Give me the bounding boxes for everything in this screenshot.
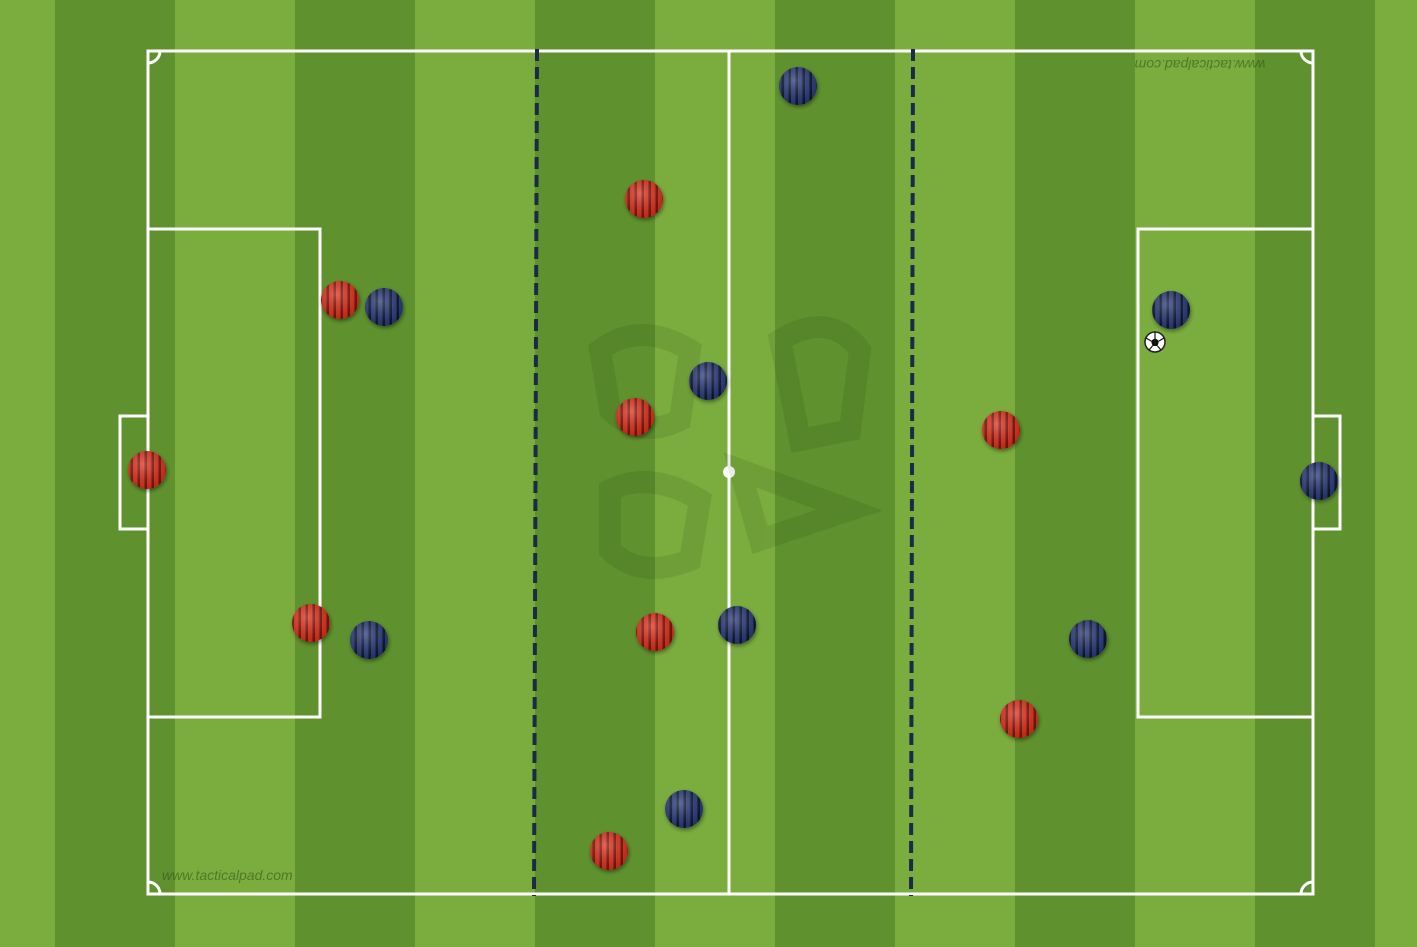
grass-stripe (775, 0, 895, 947)
player-red-7[interactable] (982, 411, 1020, 449)
player-red-5[interactable] (636, 613, 674, 651)
grass-stripe (1135, 0, 1255, 947)
watermark-top-right: www.tacticalpad.com (1134, 57, 1265, 73)
grass-stripe (1375, 0, 1417, 947)
player-red-2[interactable] (292, 604, 330, 642)
player-red-6[interactable] (590, 832, 628, 870)
player-blue-gk[interactable] (1300, 462, 1338, 500)
grass-stripe (1015, 0, 1135, 947)
player-blue-4[interactable] (689, 362, 727, 400)
watermark-bottom-left: www.tacticalpad.com (162, 867, 293, 883)
grass-stripe (0, 0, 55, 947)
player-red-1[interactable] (321, 281, 359, 319)
soccer-ball-icon[interactable] (1145, 332, 1165, 352)
player-red-4[interactable] (616, 398, 654, 436)
grass-stripe (415, 0, 535, 947)
player-blue-8[interactable] (1069, 620, 1107, 658)
grass-stripe (295, 0, 415, 947)
player-red-3[interactable] (625, 180, 663, 218)
player-blue-1[interactable] (365, 288, 403, 326)
player-blue-2[interactable] (350, 621, 388, 659)
player-blue-3[interactable] (779, 67, 817, 105)
player-red-gk[interactable] (128, 451, 166, 489)
player-blue-7[interactable] (1152, 291, 1190, 329)
player-blue-5[interactable] (718, 606, 756, 644)
player-blue-6[interactable] (665, 790, 703, 828)
grass-stripe (175, 0, 295, 947)
player-red-8[interactable] (1000, 700, 1038, 738)
